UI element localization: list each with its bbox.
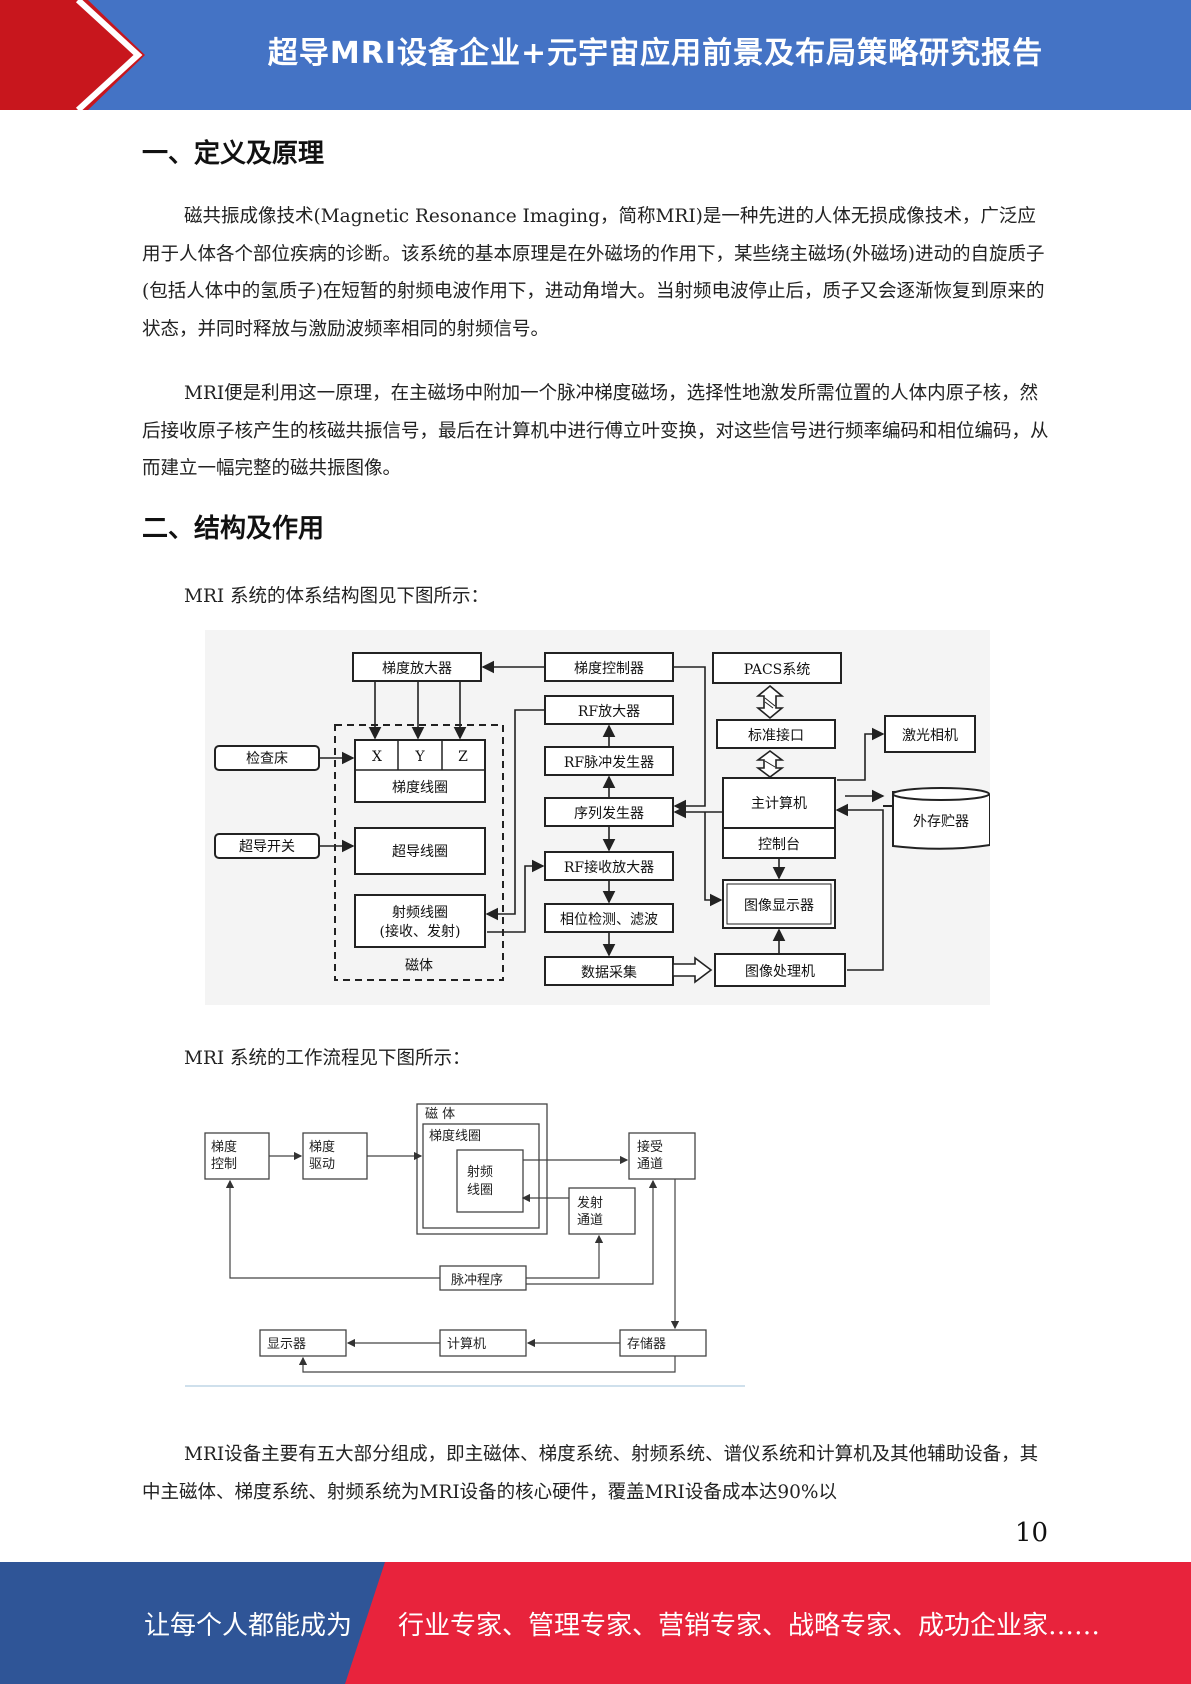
box-gradient-coil [354, 739, 486, 803]
wf-label-grad-ctrl-1: 梯度 [211, 1139, 237, 1155]
wf-label-recv-2: 通道 [637, 1157, 663, 1172]
box-phase-detect [544, 903, 674, 933]
wf-label-computer: 计算机 [447, 1337, 486, 1352]
box-image-proc [714, 953, 846, 987]
box-rf-amp [544, 695, 674, 725]
wf-label-recv-1: 接受 [637, 1139, 663, 1155]
footer-slogan-left: 让每个人都能成为 [144, 1611, 353, 1641]
box-gradient-amp [352, 652, 482, 682]
page-number: 10 [1015, 1518, 1049, 1548]
label-magnet: 磁体 [405, 958, 433, 974]
label-image-proc: 图像处理机 [745, 964, 815, 980]
box-laser-camera [884, 715, 976, 753]
wf-label-tx-1: 发射 [577, 1195, 603, 1211]
mri-architecture-diagram: 梯度放大器 梯度控制器 PACS系统 RF放大器 标准接口 激光相机 RF脉冲发… [205, 630, 990, 1005]
label-sequence-gen: 序列发生器 [574, 806, 644, 822]
caption-workflow: MRI 系统的工作流程见下图所示： [184, 1048, 471, 1069]
box-gradient-ctrl [544, 652, 674, 682]
box-image-display [722, 879, 836, 929]
label-laser-camera: 激光相机 [902, 727, 958, 744]
label-console: 控制台 [758, 837, 800, 853]
label-image-display: 图像显示器 [744, 898, 814, 914]
label-z: Z [458, 749, 468, 765]
mri-workflow-diagram: 梯度 控制 梯度 驱动 磁 体 梯度线圈 射频 线圈 接受 通道 发射 通道 脉… [185, 1103, 745, 1387]
label-external-storage: 外存贮器 [913, 814, 969, 830]
label-rf-coil-1: 射频线圈 [392, 905, 448, 921]
wf-label-grad-drive-2: 驱动 [309, 1157, 335, 1172]
box-sc-coil [354, 827, 486, 875]
paragraph-principle: 磁共振成像技术(Magnetic Resonance Imaging，简称MRI… [142, 206, 1045, 340]
label-rf-receiver: RF接收放大器 [564, 859, 654, 876]
wf-label-pulse-prog: 脉冲程序 [451, 1273, 503, 1288]
paragraph-mri-method: MRI便是利用这一原理，在主磁场中附加一个脉冲梯度磁场，选择性地激发所需位置的人… [142, 383, 1049, 479]
caption-architecture: MRI 系统的体系结构图见下图所示： [184, 586, 490, 607]
wf-label-grad-drive-1: 梯度 [309, 1139, 335, 1155]
label-std-interface: 标准接口 [748, 727, 804, 744]
box-rf-receiver [544, 851, 674, 881]
box-rf-coil [354, 894, 486, 948]
magnet-dashed-boundary [334, 724, 504, 981]
footer-band [0, 1562, 1191, 1684]
wf-label-display: 显示器 [267, 1337, 306, 1352]
box-data-acq [544, 956, 674, 986]
label-gradient-ctrl: 梯度控制器 [574, 661, 644, 677]
footer-slogan-right: 行业专家、管理专家、营销专家、战略专家、成功企业家…… [398, 1611, 1101, 1641]
box-rf-pulse [544, 746, 674, 776]
label-sc-coil: 超导线圈 [392, 844, 448, 860]
report-title: 超导MRI设备企业+元宇宙应用前景及布局策略研究报告 [267, 36, 1044, 71]
label-rf-coil-2: (接收、发射) [380, 923, 461, 940]
label-pacs: PACS系统 [744, 662, 811, 678]
label-rf-amp: RF放大器 [578, 704, 640, 720]
box-pacs [712, 652, 842, 684]
label-rf-pulse: RF脉冲发生器 [564, 755, 654, 771]
section-heading-definition: 一、定义及原理 [142, 139, 325, 169]
paragraph-components: MRI设备主要有五大部分组成，即主磁体、梯度系统、射频系统、谱仪系统和计算机及其… [142, 1444, 1039, 1503]
label-exam-bed: 检查床 [246, 751, 288, 767]
label-x: X [372, 749, 382, 765]
label-data-acq: 数据采集 [581, 964, 637, 981]
label-y: Y [414, 749, 425, 765]
wf-label-tx-2: 通道 [577, 1213, 603, 1228]
wf-label-grad-ctrl-2: 控制 [211, 1157, 237, 1172]
box-std-interface [716, 719, 836, 749]
label-phase-detect: 相位检测、滤波 [560, 912, 658, 928]
section-heading-structure: 二、结构及作用 [142, 514, 325, 544]
header-arrow-decoration [0, 0, 145, 110]
wf-label-rf-coil-1: 射频 [467, 1164, 493, 1180]
wf-label-rf-coil-2: 线圈 [467, 1183, 493, 1198]
wf-label-magnet: 磁 体 [425, 1107, 455, 1122]
box-main-computer [722, 777, 836, 829]
wf-label-grad-coil: 梯度线圈 [429, 1128, 481, 1144]
label-sc-switch: 超导开关 [239, 839, 295, 855]
label-main-computer: 主计算机 [751, 796, 807, 812]
label-gradient-coil: 梯度线圈 [392, 780, 448, 796]
label-gradient-amp: 梯度放大器 [382, 661, 452, 677]
page-header: 超导MRI设备企业+元宇宙应用前景及布局策略研究报告 [0, 0, 1191, 110]
wf-label-storage: 存储器 [627, 1337, 666, 1352]
